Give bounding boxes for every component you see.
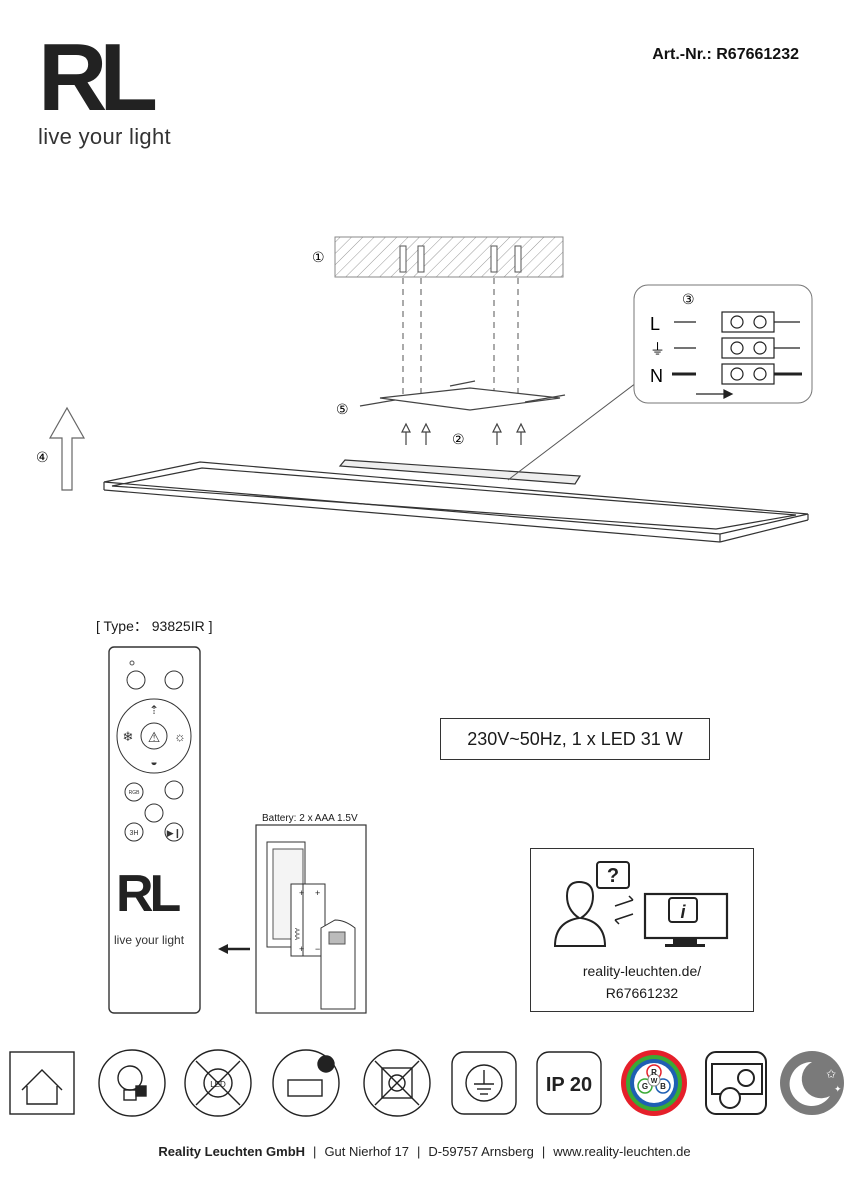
- driver-replaceable-icon: [272, 1049, 340, 1117]
- footer: Reality Leuchten GmbH|Gut Nierhof 17|D-5…: [158, 1144, 691, 1159]
- step-2-label: ②: [452, 432, 465, 448]
- lamp-lock-icon: [98, 1049, 166, 1117]
- rgb-letter-g: G: [642, 1082, 648, 1091]
- led-not-replaceable-icon: LED: [184, 1049, 252, 1117]
- svg-text:▶❙: ▶❙: [167, 828, 181, 839]
- svg-text:−: −: [315, 944, 320, 954]
- info-website: reality-leuchten.de/: [582, 963, 702, 979]
- footer-website[interactable]: www.reality-leuchten.de: [553, 1144, 691, 1159]
- rgb-color-icon: R G W B: [621, 1050, 687, 1116]
- rgb-letter-r: R: [651, 1068, 657, 1077]
- ceiling-block: [334, 236, 564, 278]
- svg-text:+: +: [315, 888, 320, 898]
- remote-logo: RL: [116, 865, 181, 923]
- remote-control: ⚠ ⇡ ❄ ☼ ◒ RGB 3H ▶❙: [108, 646, 201, 1014]
- terminal-label-neutral: N: [650, 366, 663, 386]
- symbols-row: LED IP 20 R G W B: [9, 1049, 844, 1117]
- svg-text:☼: ☼: [174, 729, 186, 744]
- svg-text:⇡: ⇡: [149, 703, 159, 717]
- remote-tagline: live your light: [114, 933, 185, 947]
- cycle-button: [164, 780, 184, 800]
- screws: [401, 422, 526, 445]
- rgb-button-label: RGB: [129, 790, 141, 796]
- step-5-label: ⑤: [336, 402, 349, 418]
- ip-rating-text: IP 20: [546, 1074, 592, 1096]
- svg-text:+: +: [299, 888, 304, 898]
- info-code: R67661232: [605, 985, 679, 1001]
- footer-street: Gut Nierhof 17: [324, 1144, 409, 1159]
- battery-cell-text: AAA: [293, 928, 299, 940]
- lift-arrow: [48, 406, 86, 491]
- svg-text:✦: ✦: [834, 1084, 842, 1094]
- led-panel: [103, 459, 809, 543]
- svg-text:+: +: [299, 944, 304, 954]
- terminal-label-earth: ⏚: [650, 340, 665, 358]
- svg-text:✩: ✩: [826, 1067, 836, 1081]
- svg-text:❄: ❄: [123, 729, 134, 744]
- mode-center-button: [140, 722, 168, 750]
- rgb-letter-b: B: [660, 1082, 666, 1091]
- protection-earth-icon: [451, 1051, 517, 1115]
- svg-text:◒: ◒: [150, 755, 157, 769]
- svg-text:LED: LED: [210, 1080, 226, 1089]
- power-on-button: [126, 670, 146, 690]
- footer-city: D-59757 Arnsberg: [428, 1144, 534, 1159]
- three-hour-button: [124, 822, 144, 842]
- left-arrow: [218, 944, 250, 954]
- ip-rating-icon: IP 20: [536, 1051, 602, 1115]
- rgb-letter-w: W: [651, 1078, 658, 1085]
- step-4-label: ④: [36, 450, 49, 466]
- power-off-button: [164, 670, 184, 690]
- night-light-icon: ✩ ✦: [780, 1051, 844, 1115]
- three-hour-label: 3H: [130, 830, 139, 837]
- battery-compartment: + + + − AAA: [255, 824, 367, 1014]
- wall-plugs: [399, 245, 522, 273]
- indoor-use-icon: [9, 1051, 75, 1115]
- play-pause-button: [164, 822, 184, 842]
- terminal-label-live: L: [650, 314, 660, 334]
- power-rating: 230V~50Hz, 1 x LED 31 W: [440, 718, 710, 760]
- brand-tagline: live your light: [38, 124, 171, 149]
- terminal-blocks: [672, 311, 802, 399]
- info-url: reality-leuchten.de/ R67661232: [530, 960, 754, 1004]
- battery-label: Battery: 2 x AAA 1.5V: [262, 813, 358, 824]
- remote-type-label: [ Type： 93825IR ]: [96, 618, 213, 634]
- rgb-button: [124, 782, 144, 802]
- svg-text:⚠: ⚠: [148, 729, 161, 745]
- info-box: [530, 848, 754, 1012]
- svg-text:?: ?: [607, 865, 619, 887]
- assembly-diagram: ① ② ③ ④ ⑤ L ⏚ N: [36, 236, 813, 543]
- no-dimmer-icon: [363, 1049, 431, 1117]
- step-1-label: ①: [312, 250, 325, 266]
- article-number: Art.-Nr.: R67661232: [652, 46, 799, 63]
- memory-function-icon: [705, 1051, 767, 1115]
- svg-text:i: i: [680, 902, 686, 922]
- mounting-bracket: [359, 380, 566, 411]
- step-3-label: ③: [682, 292, 695, 308]
- question-bubble: [596, 861, 630, 889]
- help-illustration: ? i: [553, 861, 729, 947]
- footer-company: Reality Leuchten GmbH: [158, 1144, 306, 1159]
- brand-logo: RL: [38, 24, 158, 131]
- timer-button: [144, 803, 164, 823]
